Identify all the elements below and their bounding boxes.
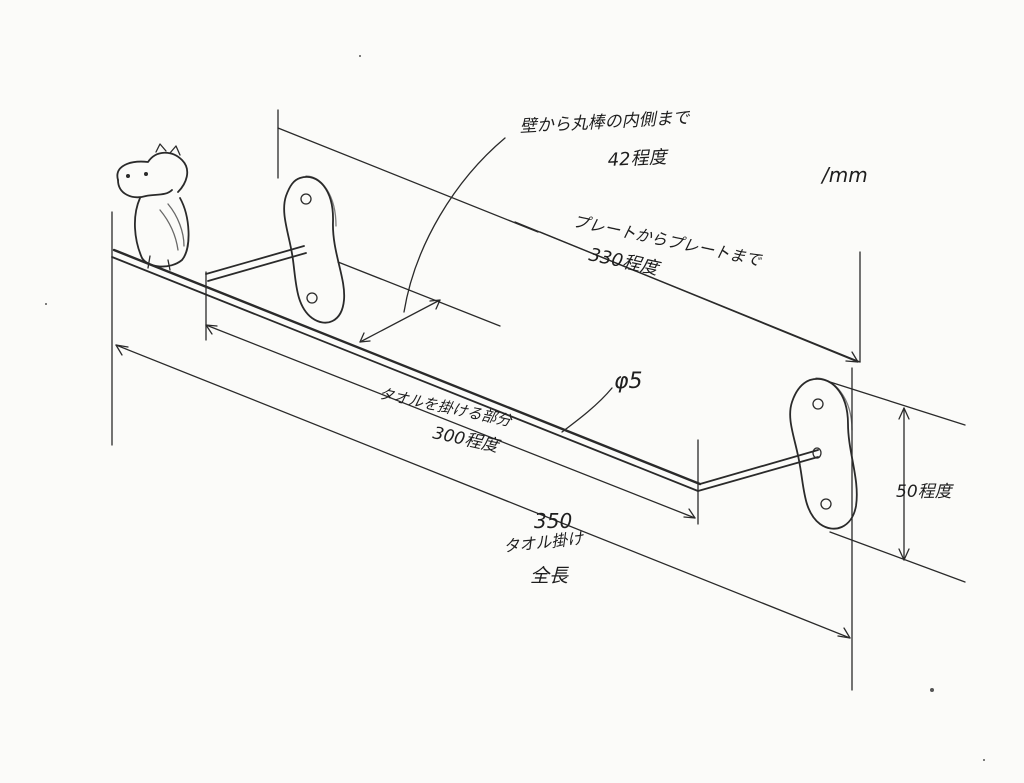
wall-to-bar-label-line1: 壁から丸棒の内側まで — [519, 108, 691, 137]
diameter-label: φ5 — [614, 369, 643, 394]
overall-length-label-line2: 全長 — [530, 565, 569, 587]
wall-to-bar-label-line2: 42程度 — [607, 147, 670, 171]
right-wall-plate — [789, 377, 858, 530]
leader-lines — [403, 137, 613, 433]
plate-to-plate-label-line2: 330程度 — [587, 244, 663, 280]
towel-bar — [111, 245, 822, 492]
left-wall-plate — [283, 175, 346, 324]
overall-length-value: 350 — [534, 509, 572, 533]
animal-figure-decoration — [116, 143, 190, 271]
overall-length-label-line1: タオル掛け — [502, 529, 586, 556]
dimension-lines — [115, 231, 910, 639]
units-label: /mm — [820, 163, 868, 187]
extension-lines — [111, 109, 966, 691]
plate-height-label: 50程度 — [896, 482, 955, 502]
paper-specks — [45, 55, 985, 761]
